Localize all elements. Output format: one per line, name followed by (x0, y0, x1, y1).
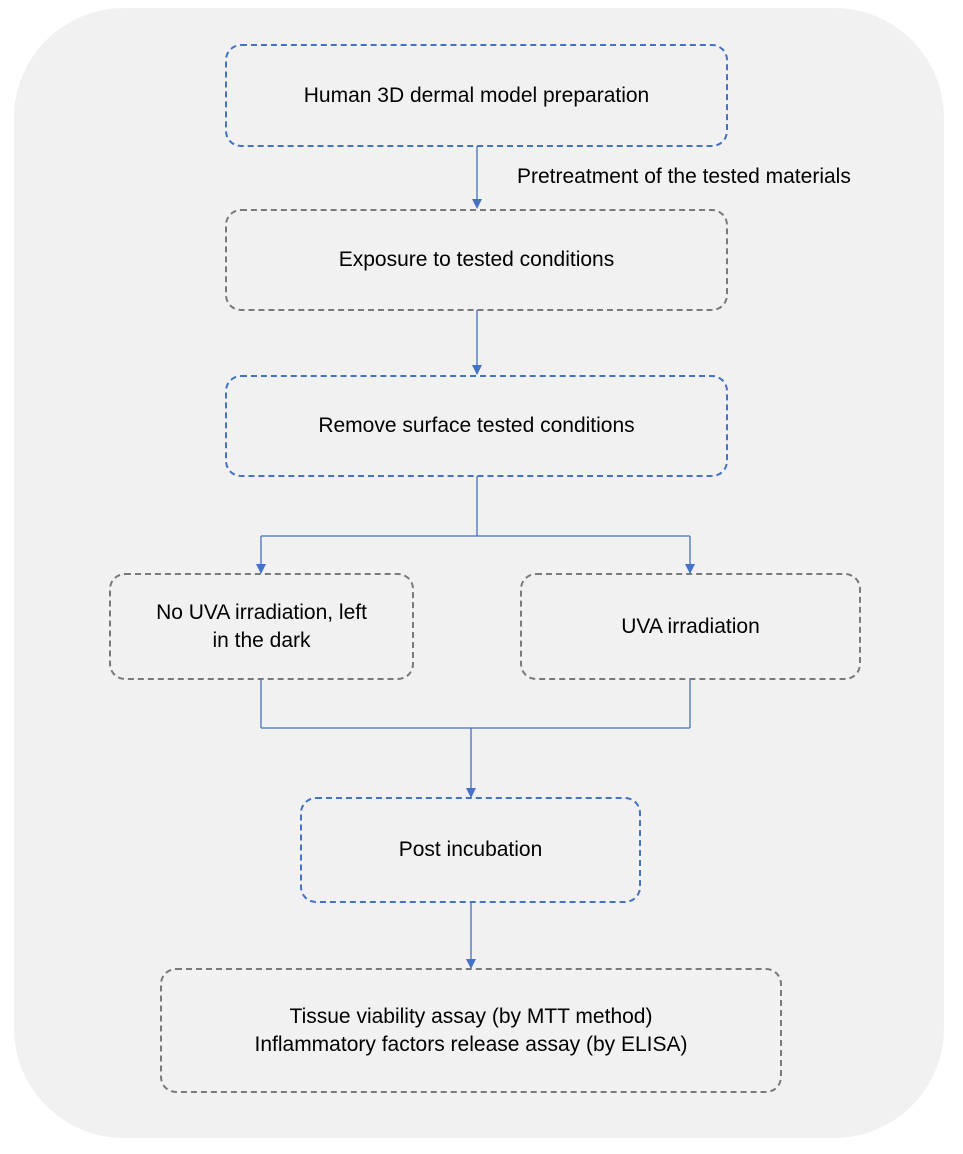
step-assays: Tissue viability assay (by MTT method) I… (160, 968, 782, 1093)
step-no-uva-label: No UVA irradiation, left in the dark (156, 600, 367, 652)
step-model-preparation: Human 3D dermal model preparation (225, 44, 728, 147)
step-post-incubation: Post incubation (300, 797, 641, 903)
step-exposure-label: Exposure to tested conditions (338, 248, 615, 271)
step-remove-surface: Remove surface tested conditions (225, 375, 728, 477)
pretreatment-label: Pretreatment of the tested materials (517, 165, 851, 188)
step-uva: UVA irradiation (520, 573, 861, 680)
step-model-preparation-label: Human 3D dermal model preparation (303, 83, 650, 107)
step-assay-viability-label: Tissue viability assay (by MTT method) (289, 1004, 653, 1028)
step-post-incubation-label: Post incubation (398, 838, 543, 861)
step-no-uva: No UVA irradiation, left in the dark (109, 573, 414, 680)
step-assay-inflammatory-label: Inflammatory factors release assay (by E… (254, 1032, 688, 1056)
step-uva-label: UVA irradiation (621, 614, 760, 638)
step-exposure: Exposure to tested conditions (225, 209, 728, 311)
step-remove-surface-label: Remove surface tested conditions (318, 414, 635, 437)
